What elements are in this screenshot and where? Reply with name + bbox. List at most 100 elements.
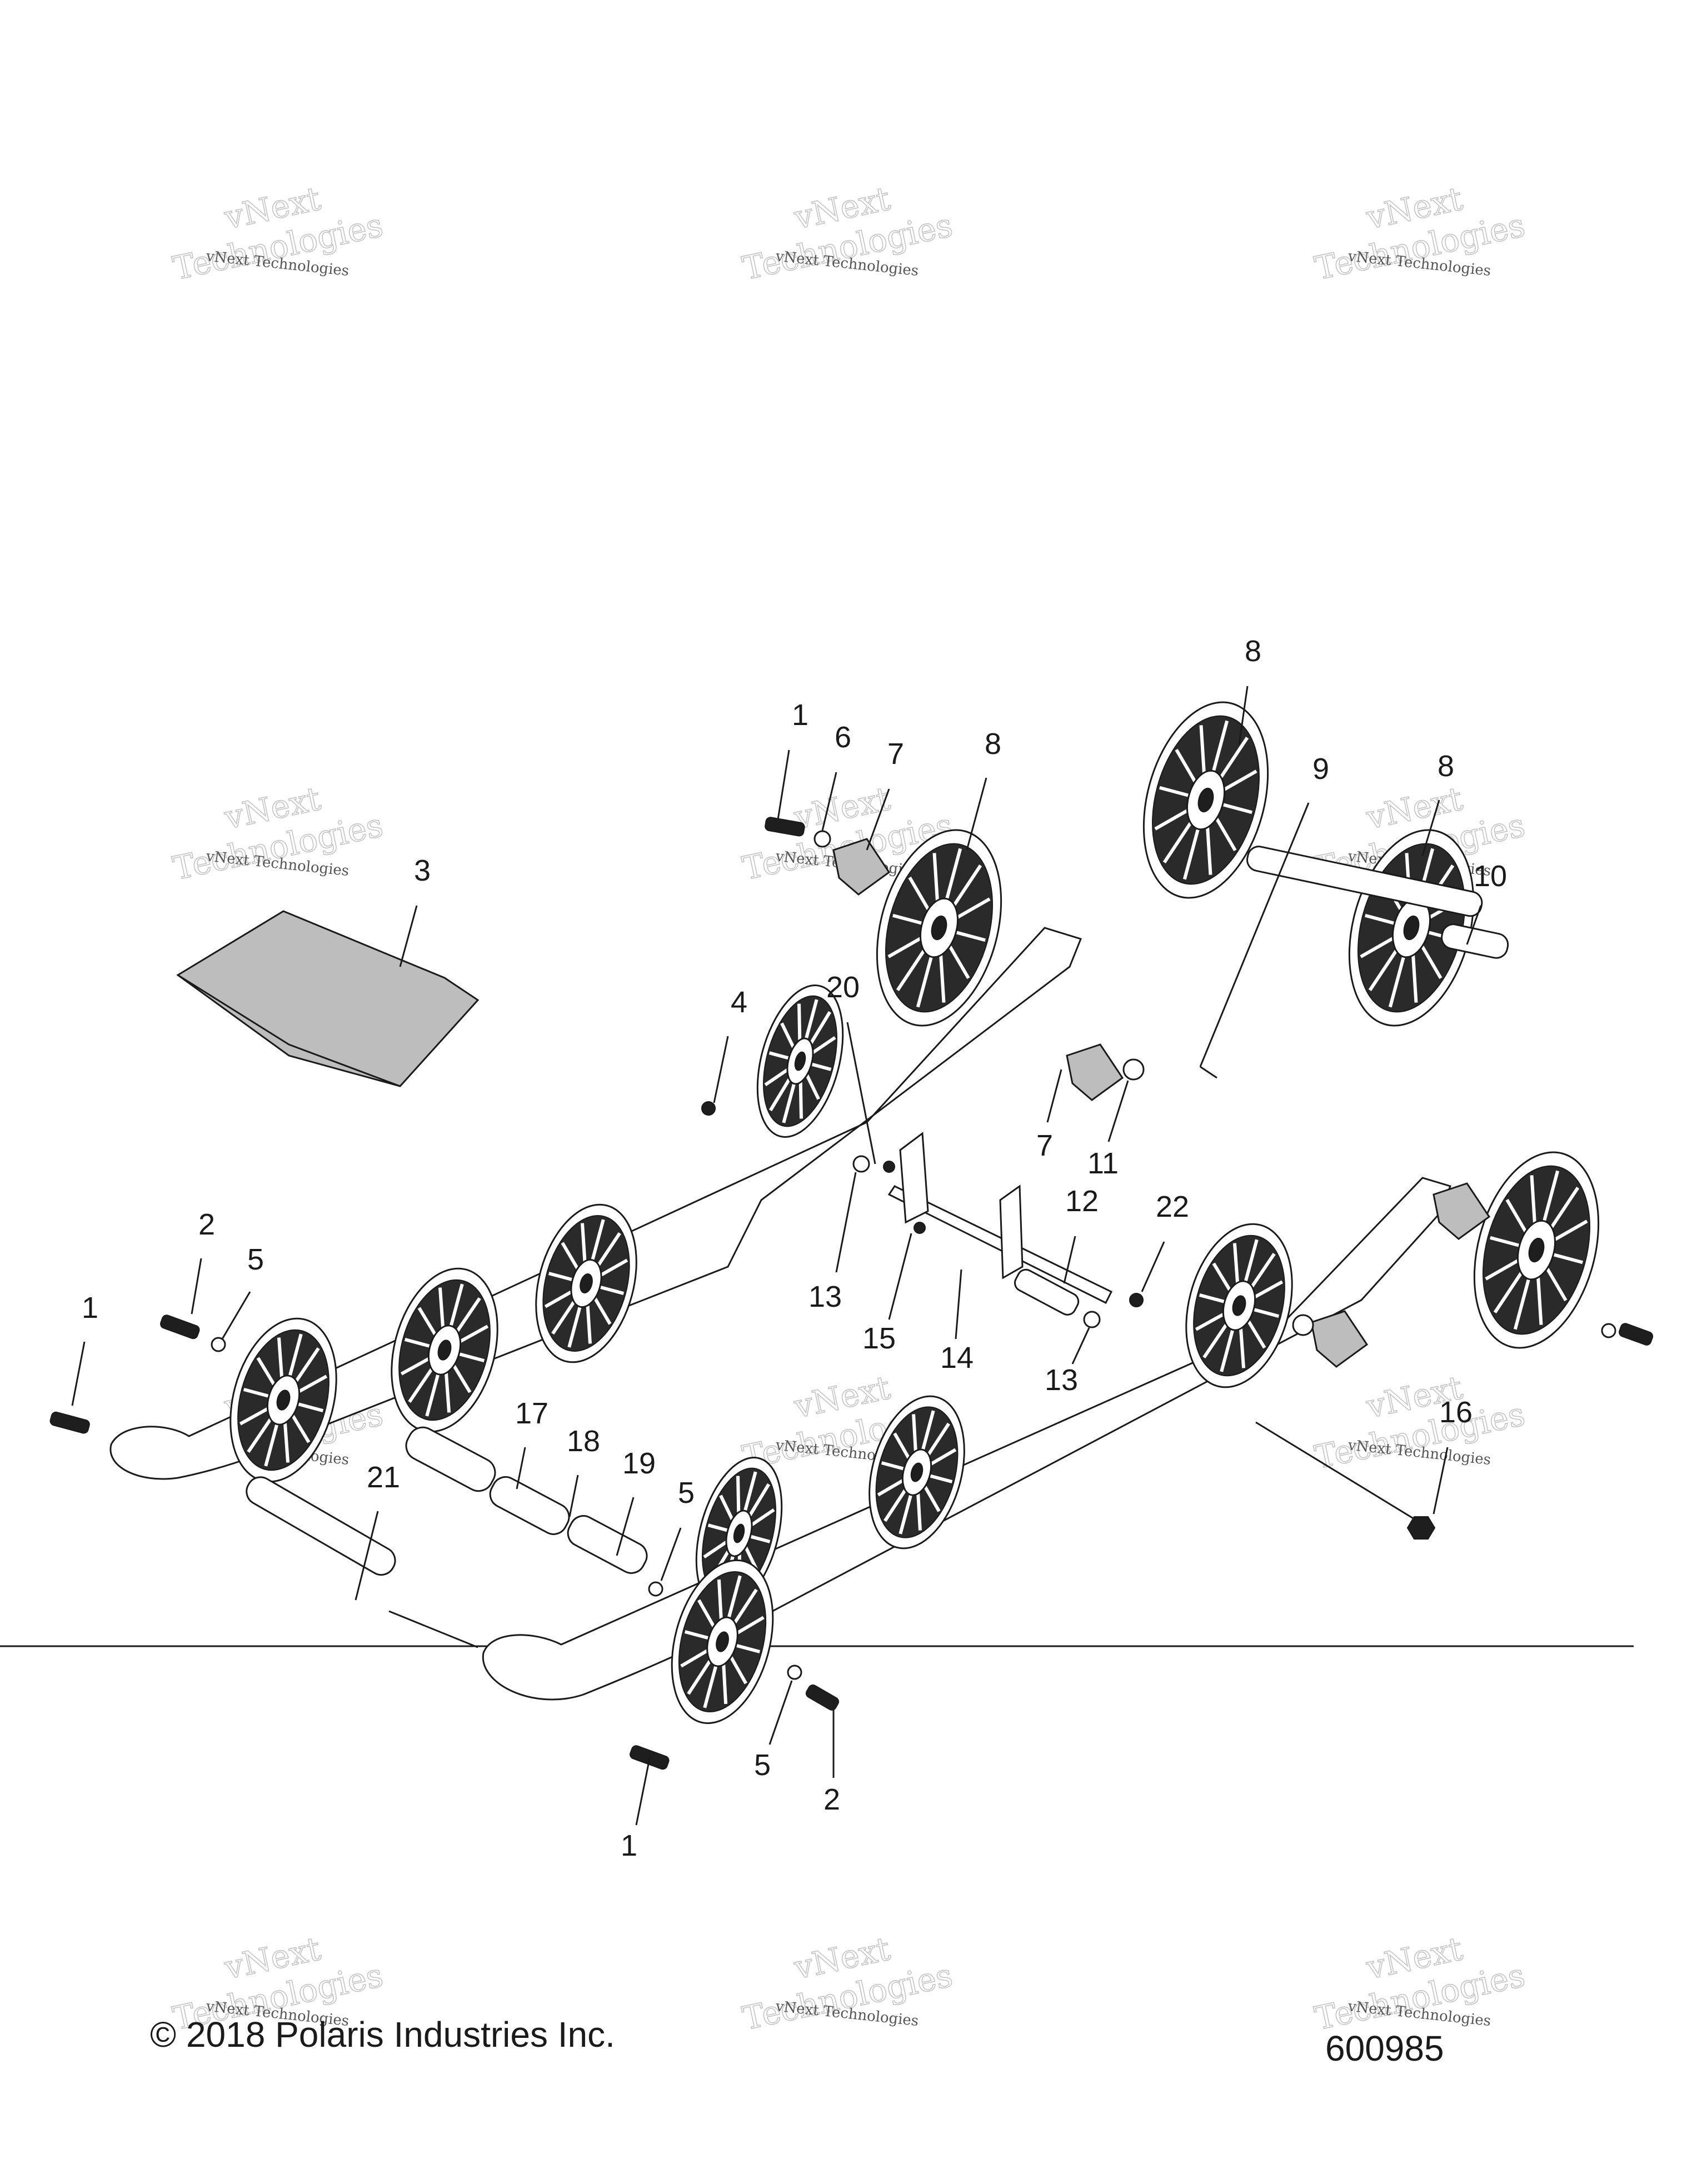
leader-1b (71, 1341, 86, 1406)
callout-16: 16 (1439, 1396, 1473, 1429)
part-21-tube (246, 1476, 396, 1576)
part-22-nut (1129, 1293, 1144, 1307)
idler-wheel (1185, 1223, 1293, 1388)
part-16-head (1406, 1516, 1436, 1540)
callout-12: 12 (1065, 1185, 1099, 1218)
callout-11: 11 (1087, 1147, 1119, 1180)
idler-wheel (229, 1317, 337, 1483)
callout-18: 18 (567, 1425, 600, 1458)
part-15-nut (914, 1222, 926, 1234)
leader-13b (1071, 1327, 1090, 1365)
callout-5a: 5 (247, 1243, 264, 1276)
leader-15 (888, 1233, 912, 1320)
leader-22 (1141, 1241, 1165, 1292)
leader-12 (1063, 1236, 1076, 1284)
part-13-washer-b (1083, 1311, 1101, 1328)
part-19-spacer (567, 1515, 648, 1574)
part-20-nut (883, 1161, 895, 1173)
leader-21 (355, 1511, 379, 1601)
part-5-washer-bottom (787, 1665, 802, 1680)
idler-wheel (535, 1203, 637, 1363)
part-2-bolt-bottom (805, 1684, 840, 1711)
callout-6: 6 (835, 721, 851, 754)
callout-5b: 5 (678, 1476, 695, 1510)
leader-9-tail (1200, 1066, 1217, 1079)
part-2-bolt-left (160, 1315, 200, 1340)
idler-wheel (756, 984, 844, 1138)
leader-14 (955, 1269, 962, 1340)
idler-wheel (876, 829, 1002, 1027)
part-3-wear-strip (176, 910, 480, 1087)
callout-7b: 7 (1036, 1129, 1053, 1162)
callout-3: 3 (414, 854, 431, 887)
idler-wheel (391, 1267, 498, 1433)
leader-7b (1046, 1069, 1062, 1123)
part-5-washer-right (1601, 1323, 1616, 1338)
part-10-axle-end (1441, 923, 1509, 959)
crossmember-assembly (887, 1132, 1113, 1316)
leader-8b (1238, 686, 1249, 745)
callout-21: 21 (367, 1461, 400, 1494)
part-4-nut (701, 1101, 716, 1116)
leader-8c (1421, 799, 1440, 856)
part-11-washer (1122, 1058, 1145, 1081)
part-12-bracket (999, 1185, 1024, 1280)
part-7-block-c (1310, 1310, 1369, 1368)
part-7-block-b (1066, 1043, 1124, 1101)
figure-number: 600985 (1325, 2028, 1444, 2068)
callout-19: 19 (622, 1447, 656, 1480)
callout-5c: 5 (754, 1748, 771, 1782)
part-14-crossshaft (887, 1185, 1113, 1305)
callout-8b: 8 (1245, 634, 1261, 668)
callout-8c: 8 (1438, 749, 1454, 783)
callout-2b: 2 (823, 1783, 840, 1816)
part-12-sleeve (1014, 1268, 1080, 1316)
leader-6 (821, 772, 837, 831)
part-16-bolt-end (1619, 1323, 1654, 1346)
leader-10 (1466, 905, 1482, 945)
leader-1c (635, 1755, 651, 1826)
part-3-body (176, 910, 480, 1087)
leader-5c (768, 1680, 793, 1745)
callout-2a: 2 (198, 1208, 215, 1241)
leader-5b (660, 1527, 682, 1581)
callout-22: 22 (1156, 1190, 1189, 1223)
part-3-edge (177, 974, 401, 1087)
idler-wheel (1142, 701, 1269, 899)
leader-lines (71, 686, 1482, 1826)
callout-14: 14 (940, 1341, 974, 1375)
callout-10: 10 (1474, 859, 1507, 893)
part-7-block-a (832, 838, 891, 896)
leader-11 (1107, 1080, 1129, 1142)
idler-wheels (229, 701, 1600, 1725)
leader-9 (1199, 802, 1310, 1067)
leader-13a (835, 1172, 857, 1273)
leader-19 (616, 1497, 635, 1556)
callout-1a: 1 (792, 698, 808, 732)
idler-wheel (671, 1559, 774, 1725)
leader-20 (846, 1022, 876, 1165)
part-16-bolt (1255, 1421, 1420, 1523)
callout-13a: 13 (808, 1280, 842, 1313)
leader-8a (966, 777, 987, 851)
washer-rear-left (1292, 1314, 1314, 1336)
leader-21-tail (388, 1610, 478, 1648)
part-17-spacer (405, 1426, 496, 1492)
leader-18 (568, 1475, 579, 1517)
leader-5a (221, 1291, 251, 1340)
leader-1a (777, 749, 790, 820)
copyright-notice: © 2018 Polaris Industries Inc. (150, 2015, 615, 2055)
shafts (246, 846, 1509, 1576)
part-20-bracket (899, 1132, 929, 1224)
callout-7a: 7 (887, 737, 904, 771)
part-5-washer-left (211, 1337, 226, 1352)
part-1-bolt-left (49, 1411, 90, 1434)
